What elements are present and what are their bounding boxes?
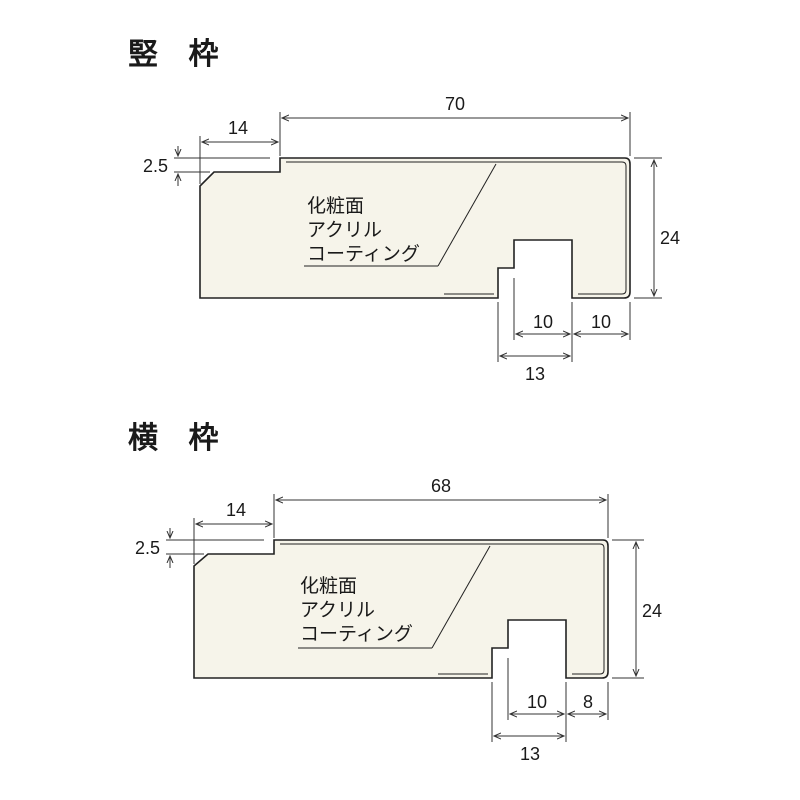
section-title-horizontal: 横 枠 xyxy=(128,421,228,456)
dim-step-depth-horizontal: 2.5 xyxy=(135,538,160,558)
dim-step-depth-vertical: 2.5 xyxy=(143,156,168,176)
dim-groove-offset-horizontal: 13 xyxy=(520,744,540,764)
dim-step-width-horizontal: 14 xyxy=(226,500,246,520)
profile-horizontal-inner-edge xyxy=(280,543,605,675)
dim-right-lip-horizontal: 8 xyxy=(583,692,593,712)
leader-line-vertical xyxy=(437,163,497,267)
dim-groove-offset-vertical: 13 xyxy=(525,364,545,384)
note-line-2: アクリル xyxy=(300,599,375,621)
note-line-3: コーティング xyxy=(300,623,413,645)
section-horizontal-frame: 横 枠 化粧面 アクリル コーティング 68 14 2.5 24 xyxy=(128,421,662,764)
note-line-1: 化粧面 xyxy=(300,575,357,597)
note-line-3: コーティング xyxy=(307,243,420,265)
dim-width-vertical: 70 xyxy=(445,94,465,114)
dim-right-lip-vertical: 10 xyxy=(591,312,611,332)
dim-groove-width-vertical: 10 xyxy=(533,312,553,332)
note-line-1: 化粧面 xyxy=(307,195,364,217)
dim-height-vertical: 24 xyxy=(660,228,680,248)
leader-line-horizontal xyxy=(431,545,491,649)
dim-width-horizontal: 68 xyxy=(431,476,451,496)
dim-height-horizontal: 24 xyxy=(642,601,662,621)
profile-horizontal xyxy=(193,539,609,679)
dim-groove-width-horizontal: 10 xyxy=(527,692,547,712)
section-title-vertical: 竪 枠 xyxy=(128,37,228,72)
note-line-2: アクリル xyxy=(307,219,382,241)
profile-vertical-inner-edge xyxy=(286,161,627,295)
dim-step-width-vertical: 14 xyxy=(228,118,248,138)
profile-vertical xyxy=(199,157,631,299)
section-vertical-frame: 竪 枠 化粧面 アクリル コーティング 70 14 2.5 24 xyxy=(128,37,680,384)
